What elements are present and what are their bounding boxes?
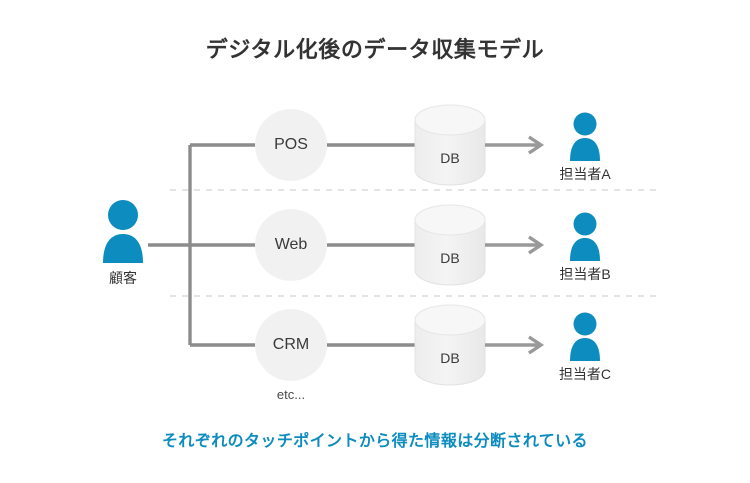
- person-icon-customer: [103, 200, 143, 263]
- recipient-label-c: 担当者C: [558, 366, 612, 382]
- summary-caption: それぞれのタッチポイントから得た情報は分断されている: [162, 433, 588, 450]
- page-title: デジタル化後のデータ収集モデル: [205, 37, 545, 62]
- person-icon-recipient-3: [570, 312, 600, 361]
- database-label-row-3: DB: [440, 350, 460, 366]
- branch-connectors: [148, 143, 262, 347]
- recipient-label-b: 担当者B: [559, 266, 611, 282]
- touchpoint-node-pos[interactable]: POS: [255, 109, 327, 181]
- row-separators: [170, 189, 660, 297]
- database-cylinder-icon-row-3: [414, 304, 486, 386]
- arrow-right-icon-row-3: [485, 335, 545, 355]
- touchpoint-node-web[interactable]: Web: [255, 209, 327, 281]
- etc-note: etc...: [276, 387, 306, 402]
- database-cylinder-icon-row-2: [414, 204, 486, 286]
- arrow-right-icon-row-1: [485, 135, 545, 155]
- touchpoint-node-crm[interactable]: CRM: [255, 309, 327, 381]
- database-label-row-2: DB: [440, 250, 460, 266]
- person-icon-recipient-2: [570, 212, 600, 261]
- customer-label: 顧客: [109, 270, 137, 286]
- database-cylinder-icon-row-1: [414, 104, 486, 186]
- touchpoint-label-web: Web: [274, 236, 308, 253]
- touchpoint-label-crm: CRM: [272, 336, 310, 353]
- arrow-right-icon-row-2: [485, 235, 545, 255]
- person-icon-recipient-1: [570, 112, 600, 161]
- touchpoint-label-pos: POS: [274, 136, 308, 153]
- touchpoint-db-links: [327, 143, 416, 347]
- recipient-label-a: 担当者A: [559, 166, 611, 182]
- database-label-row-1: DB: [440, 150, 460, 166]
